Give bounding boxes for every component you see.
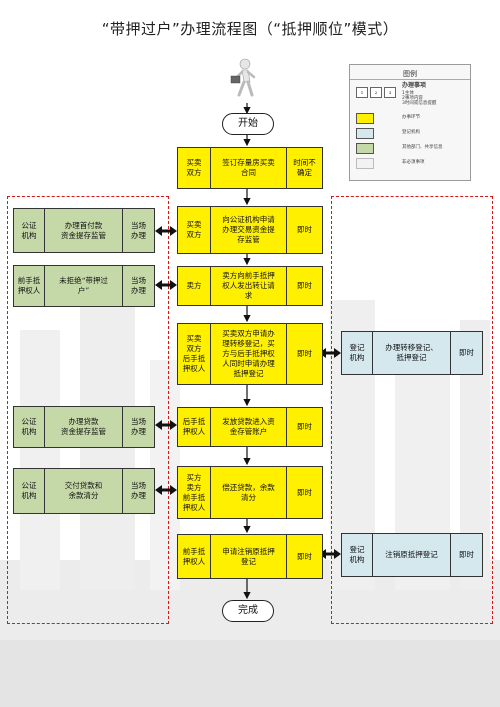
legend-mini-box: 2: [370, 87, 382, 98]
page-title: “带押过户”办理流程图（“抵押顺位”模式）: [101, 20, 399, 38]
step-party: 买卖 双方: [186, 220, 202, 239]
legend-item-line: 3时间或信息提醒: [402, 101, 437, 106]
step-action: 交付贷款和 余款清分: [44, 469, 122, 513]
left-step: 公证 机构 交付贷款和 余款清分 当场 办理: [13, 468, 155, 514]
step-action: 卖方向前手抵押 权人发出转让请 求: [210, 267, 286, 305]
step-action: 申请注销原抵押 登记: [210, 535, 286, 578]
start-node: 开始: [222, 113, 274, 135]
step-time: 当场 办理: [122, 469, 154, 513]
step-action: 办理首付款 资金提存监管: [44, 209, 122, 252]
step-time: 即时: [286, 467, 322, 518]
step-time: 即时: [286, 207, 322, 253]
step-action: 偿还贷款，余款 清分: [210, 467, 286, 518]
legend-swatch-yellow: [356, 113, 374, 124]
left-step: 公证 机构 办理贷款 资金提存监管 当场 办理: [13, 406, 155, 448]
step-party: 买卖 双方: [186, 158, 202, 177]
step-time: 当场 办理: [122, 407, 154, 447]
legend-entry: 登记机构: [402, 130, 420, 135]
step-action: 办理转移登记、 抵押登记: [372, 332, 450, 374]
legend-title: 图例: [403, 70, 417, 78]
legend-entry: 非必须事项: [402, 160, 425, 165]
legend-swatch-green: [356, 143, 374, 154]
step-party: 公证 机构: [21, 481, 37, 500]
step-party: 卖方: [186, 281, 202, 290]
step-party: 登记 机构: [349, 545, 365, 564]
step-time: 即时: [286, 535, 322, 578]
walking-person-icon: [230, 58, 256, 97]
step-party: 公证 机构: [21, 220, 37, 240]
legend-mini-box: 3: [384, 87, 396, 98]
right-step: 登记 机构 注销原抵押登记 即时: [341, 533, 483, 577]
right-dashed-group: [331, 196, 493, 624]
step-action: 发放贷款进入资 金存管账户: [210, 408, 286, 446]
step-action: 买卖双方申请办 理转移登记，买 方与后手抵押权 人同时申请办理 抵押登记: [210, 324, 286, 384]
step-party: 登记 机构: [349, 343, 365, 362]
legend-item-line: 1主体: [402, 91, 414, 96]
step-time: 时间不 确定: [286, 148, 322, 188]
step-party: 买卖 双方 后手抵 押权人: [182, 334, 206, 373]
step-time: 即时: [286, 408, 322, 446]
step-time: 即时: [450, 534, 482, 576]
main-step: 前手抵 押权人 申请注销原抵押 登记 即时: [177, 534, 323, 579]
step-party: 公证 机构: [21, 417, 37, 436]
left-step: 公证 机构 办理首付款 资金提存监管 当场 办理: [13, 208, 155, 253]
step-party: 前手抵 押权人: [17, 276, 41, 295]
legend-item-label: 办理事项: [402, 82, 427, 89]
legend-entry: 办事环节: [402, 115, 420, 120]
step-time: 当场 办理: [122, 266, 154, 306]
step-action: 未拒绝“带押过 户”: [44, 266, 122, 306]
main-step: 后手抵 押权人 发放贷款进入资 金存管账户 即时: [177, 407, 323, 447]
main-step: 买卖 双方 后手抵 押权人 买卖双方申请办 理转移登记，买 方与后手抵押权 人同…: [177, 323, 323, 385]
step-party: 买方 卖方 前手抵 押权人: [182, 472, 206, 512]
left-step: 前手抵 押权人 未拒绝“带押过 户” 当场 办理: [13, 265, 155, 307]
legend-mini-box: 1: [356, 87, 368, 98]
main-step: 买方 卖方 前手抵 押权人 偿还贷款，余款 清分 即时: [177, 466, 323, 519]
step-time: 即时: [450, 332, 482, 374]
right-step: 登记 机构 办理转移登记、 抵押登记 即时: [341, 331, 483, 375]
step-action: 办理贷款 资金提存监管: [44, 407, 122, 447]
left-dashed-group: [7, 196, 169, 624]
legend-divider: [350, 79, 470, 80]
main-step: 卖方 卖方向前手抵押 权人发出转让请 求 即时: [177, 266, 323, 306]
legend-swatch-blue: [356, 128, 374, 139]
step-party: 后手抵 押权人: [182, 417, 206, 436]
end-node: 完成: [222, 600, 274, 622]
step-party: 前手抵 押权人: [182, 546, 206, 566]
legend-item-line: 2事项内容: [402, 96, 423, 101]
step-action: 签订存量房买卖 合同: [210, 148, 286, 188]
legend-entry: 其他部门、共享信息: [402, 145, 443, 150]
main-step: 买卖 双方 签订存量房买卖 合同 时间不 确定: [177, 147, 323, 189]
main-step: 买卖 双方 向公证机构申请 办理交易资金提 存监管 即时: [177, 206, 323, 254]
legend-panel: 图例 1 2 3 办理事项 1主体 2事项内容 3时间或信息提醒 办事环节 登记…: [349, 64, 471, 181]
step-time: 即时: [286, 267, 322, 305]
step-time: 即时: [286, 324, 322, 384]
step-time: 当场 办理: [122, 209, 154, 252]
step-action: 向公证机构申请 办理交易资金提 存监管: [210, 207, 286, 253]
legend-swatch-grey: [356, 158, 374, 169]
step-action: 注销原抵押登记: [372, 534, 450, 576]
